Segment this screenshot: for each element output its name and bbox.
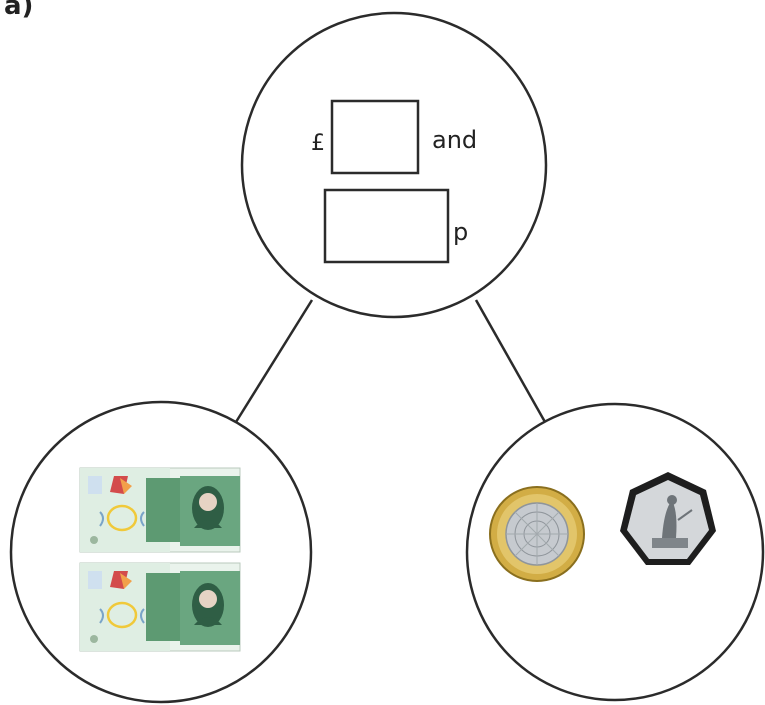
pence-answer-box[interactable]	[323, 188, 450, 264]
pounds-symbol: £	[311, 131, 325, 156]
part-circle-coins	[465, 402, 765, 702]
and-word: and	[432, 126, 477, 154]
five-pound-note-icon	[79, 467, 241, 553]
connector-left	[234, 299, 314, 423]
connector-right	[474, 299, 547, 423]
two-pound-coin-icon	[489, 486, 585, 582]
five-pound-note-icon	[79, 562, 241, 652]
question-label: a)	[4, 0, 33, 21]
fifty-pence-coin-icon	[620, 472, 716, 565]
pounds-answer-box[interactable]	[330, 99, 420, 175]
pence-symbol: p	[453, 218, 468, 246]
